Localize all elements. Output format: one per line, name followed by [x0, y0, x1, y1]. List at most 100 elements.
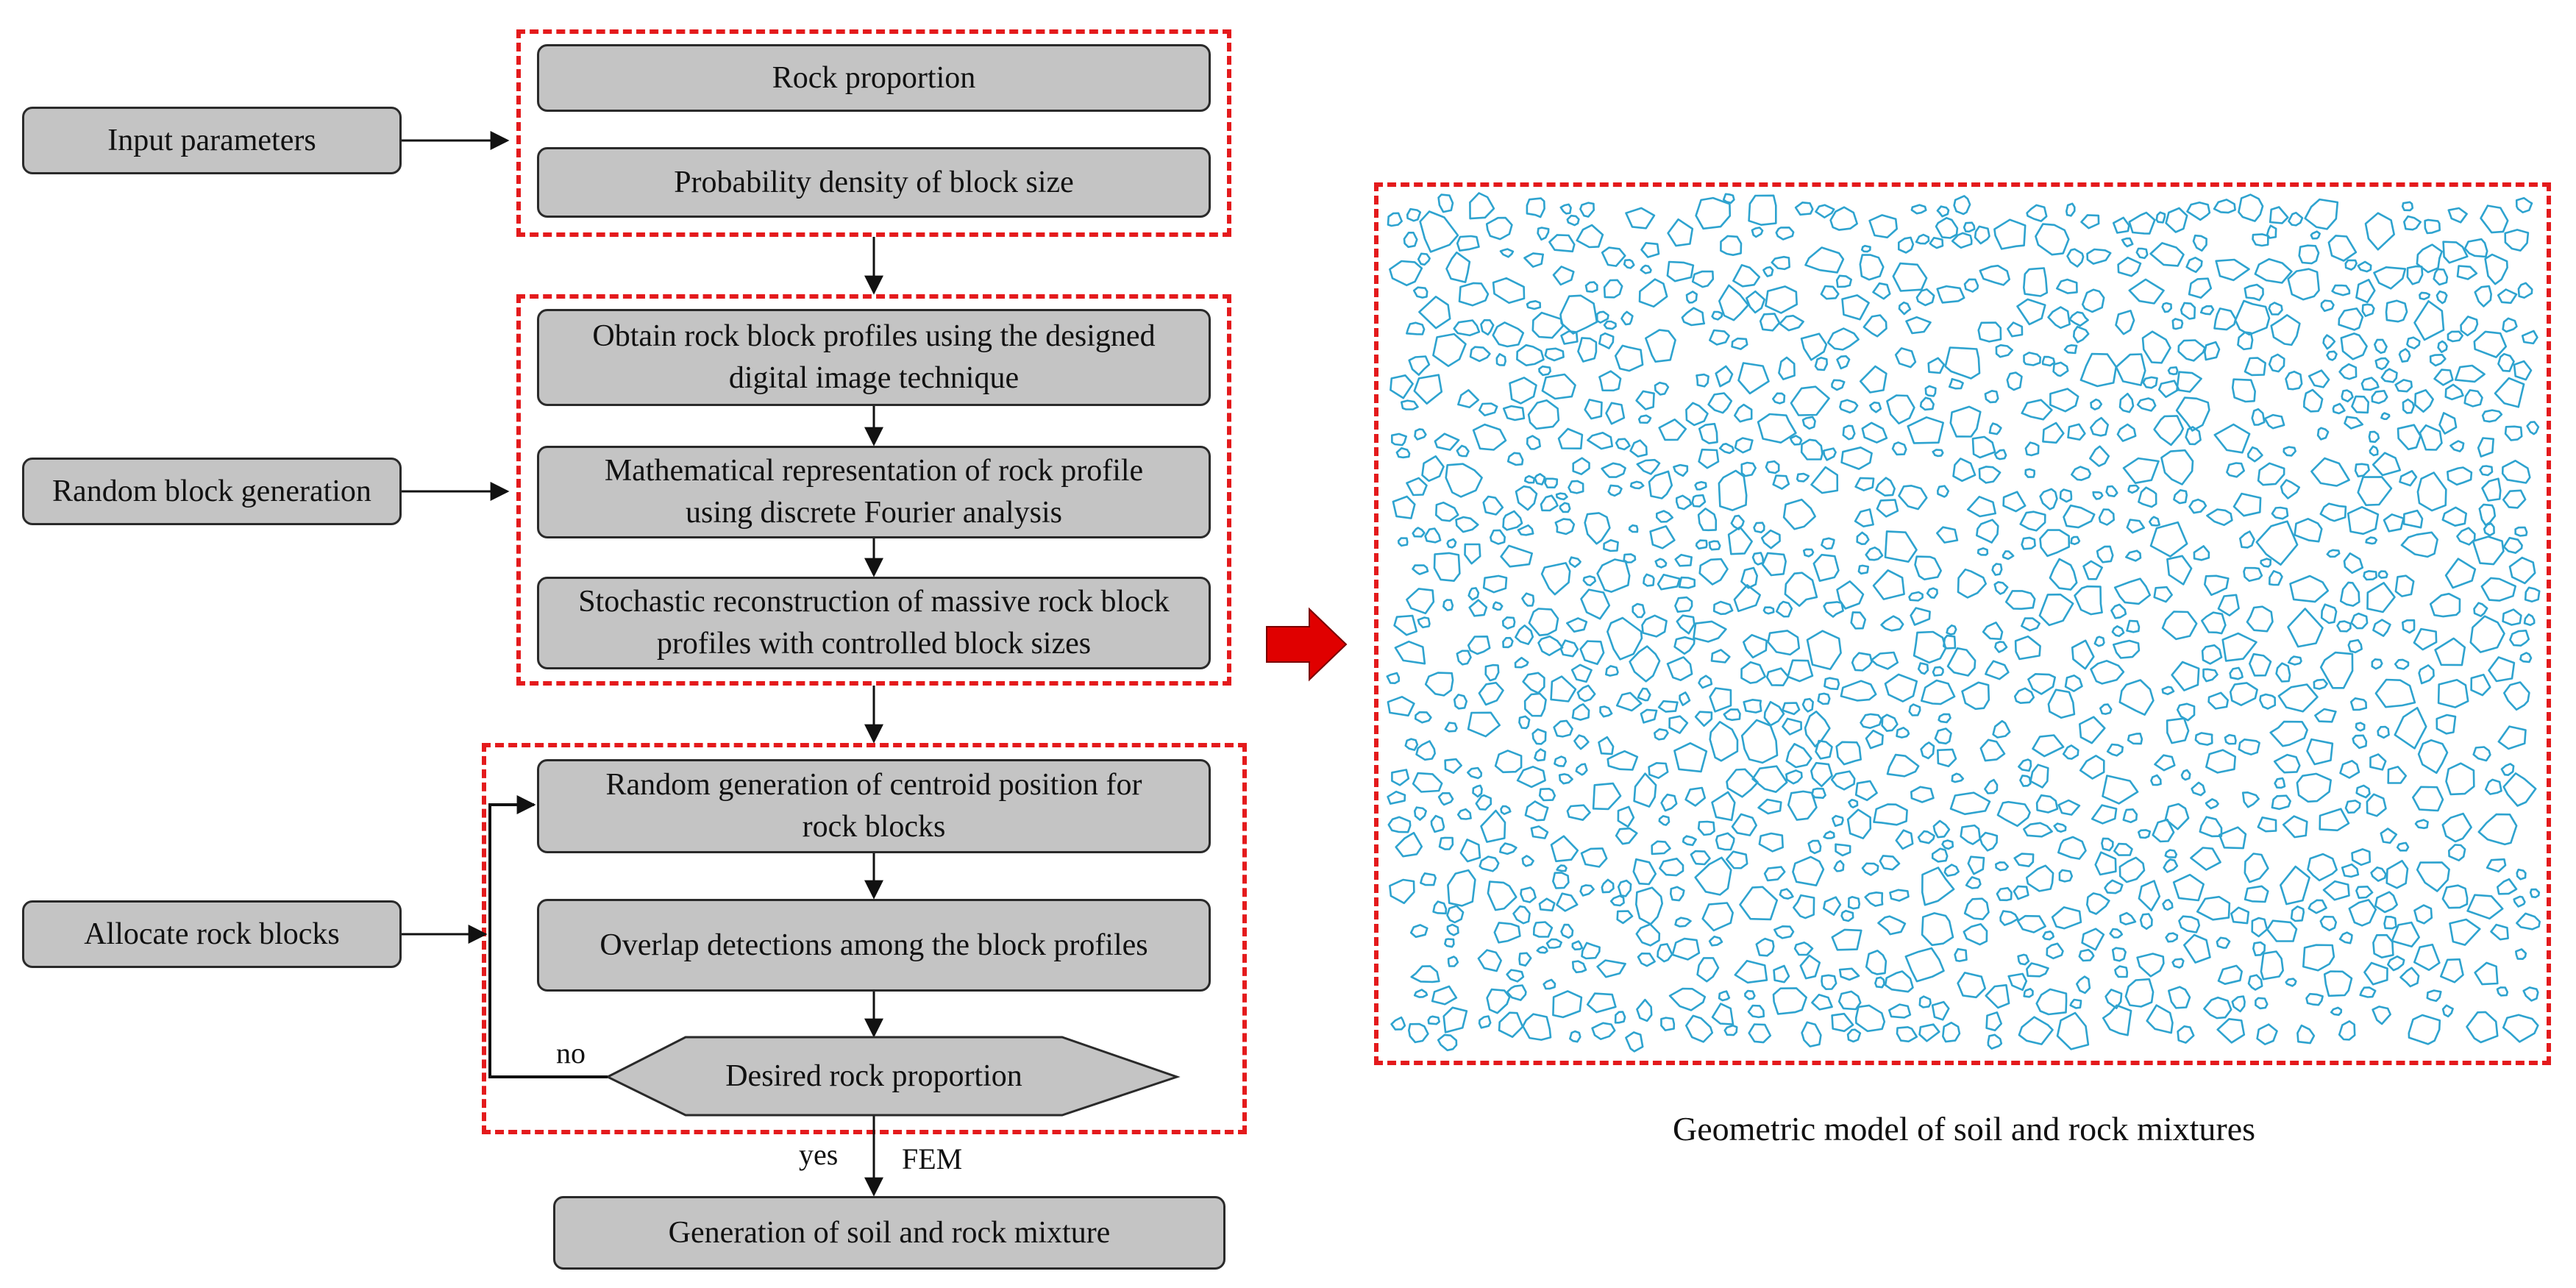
rock-block: [2319, 651, 2354, 689]
stochastic-reconstruction-box: Stochastic reconstruction of massive roc…: [537, 577, 1211, 669]
rock-block: [1726, 850, 1748, 869]
rock-block: [1877, 915, 1907, 936]
rock-block: [2516, 868, 2527, 880]
rock-block: [1607, 484, 1623, 497]
rock-block: [1601, 878, 1615, 894]
rock-block: [1657, 574, 1681, 591]
rock-block: [2394, 658, 2410, 670]
rock-block: [2519, 652, 2533, 663]
rock-block: [1691, 270, 1715, 288]
rock-block: [1963, 897, 1990, 920]
rock-block: [1722, 193, 1735, 204]
rock-block: [2186, 201, 2211, 221]
rock-block: [1859, 365, 1887, 394]
rock-block: [2474, 961, 2499, 986]
rock-block: [1679, 691, 1691, 706]
rock-block: [1633, 772, 1657, 808]
rock-block: [2230, 906, 2250, 925]
rock-block: [2412, 786, 2444, 812]
rock-block: [2002, 550, 2015, 561]
rock-block: [2424, 218, 2441, 235]
rock-block: [1996, 800, 2031, 828]
rock-block: [1541, 373, 1576, 400]
rock-block: [2463, 389, 2483, 408]
rock-block: [2201, 611, 2227, 635]
rock-block: [1695, 196, 1732, 230]
rock-block: [1711, 310, 1723, 321]
rock-block: [1830, 770, 1856, 791]
rock-block: [1670, 886, 1685, 902]
rock-block: [2466, 894, 2504, 920]
rock-block: [1580, 847, 1608, 868]
rock-block: [1469, 192, 1495, 220]
rock-block: [2387, 766, 2408, 784]
rock-block: [1453, 319, 1481, 337]
rock-block: [1762, 606, 1775, 615]
rock-block: [1434, 433, 1460, 451]
rock-block: [1782, 717, 1802, 736]
rock-block: [1895, 829, 1914, 850]
rock-block: [1555, 492, 1568, 501]
rock-block: [2406, 336, 2421, 349]
rock-block: [1850, 611, 1867, 630]
rock-block: [2294, 518, 2323, 543]
rock-block: [1927, 357, 1946, 374]
rock-block: [1410, 965, 1440, 983]
rock-block: [1846, 808, 1872, 839]
rock-block: [1993, 218, 2027, 250]
rock-block: [2442, 241, 2469, 264]
rock-block: [2127, 733, 2143, 745]
rock-block: [1516, 766, 1546, 789]
rock-block: [2486, 858, 2507, 873]
rock-block: [2437, 340, 2448, 353]
rock-block: [2298, 244, 2320, 265]
rock-block: [2251, 408, 2266, 426]
rock-block: [1694, 711, 1713, 727]
rock-block: [1615, 827, 1638, 845]
rock-block: [2206, 508, 2233, 527]
rock-block: [1472, 423, 1507, 451]
rock-block: [2454, 364, 2486, 383]
rock-block: [2035, 223, 2070, 256]
model-caption: Geometric model of soil and rock mixture…: [1673, 1110, 2256, 1148]
rock-block: [2080, 214, 2100, 230]
rock-block: [2280, 865, 2310, 905]
rock-block: [1810, 761, 1833, 788]
rock-block: [1494, 750, 1523, 774]
rock-block: [2191, 781, 2206, 797]
rock-block: [1898, 301, 1912, 316]
rock-block: [1743, 699, 1762, 714]
rock-block: [1823, 830, 1835, 839]
rock-block: [1876, 499, 1899, 518]
rock-block: [1753, 522, 1765, 533]
rock-block: [2307, 853, 2338, 882]
rock-block: [1765, 460, 1780, 474]
rock-block: [1457, 389, 1480, 408]
rock-block: [1390, 1016, 1406, 1031]
rock-block: [1559, 502, 1571, 513]
rock-block: [1559, 203, 1572, 215]
rock-block: [2149, 521, 2188, 558]
rock-block: [2067, 423, 2086, 441]
rock-block: [1904, 947, 1945, 983]
rock-block: [1751, 765, 1788, 793]
rock-block: [2308, 899, 2327, 914]
rock-block: [2217, 964, 2243, 985]
rock-block: [2252, 941, 2266, 956]
rock-block: [1418, 296, 1451, 330]
rock-block: [1480, 809, 1506, 843]
rock-block: [2481, 409, 2503, 423]
rock-block: [2062, 744, 2079, 760]
rock-block: [2502, 536, 2523, 554]
rock-block: [1879, 855, 1901, 871]
rock-block: [1432, 900, 1448, 915]
rock-block: [2124, 978, 2155, 1008]
rock-block: [2394, 574, 2415, 597]
rock-block: [1482, 495, 1504, 516]
final-generation-box: Generation of soil and rock mixture: [553, 1196, 1225, 1270]
rock-block: [2203, 996, 2232, 1020]
rock-block: [1782, 498, 1816, 530]
rock-block: [2402, 398, 2415, 414]
rock-block: [1498, 1011, 1524, 1038]
rock-block: [1490, 529, 1506, 545]
